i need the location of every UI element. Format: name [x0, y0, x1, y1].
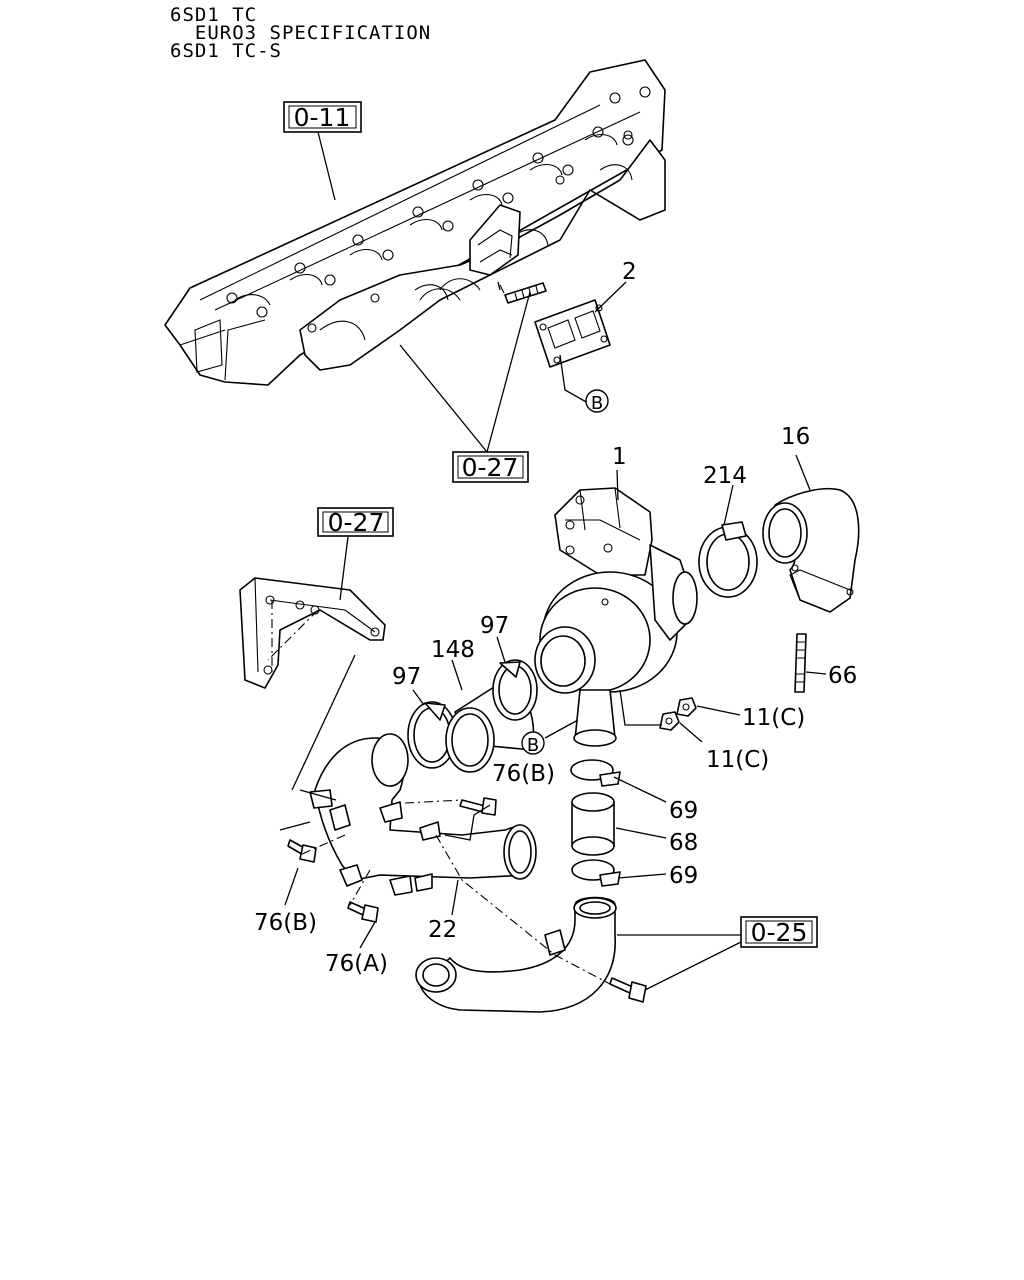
ref-label-cylinder-head: 0-11	[294, 103, 351, 132]
callout-76b-upper: 76(B)	[492, 761, 555, 787]
ref-box-intake-pipe[interactable]: 0-25	[740, 916, 818, 948]
callout-76b-left: 76(B)	[254, 910, 317, 936]
header-model-line: 6SD1 TC	[170, 4, 258, 26]
clamp-97-right	[492, 659, 538, 721]
callout-b-outlet: B	[521, 731, 545, 756]
callout-69-upper: 69	[669, 798, 698, 824]
callout-11c-lower: 11(C)	[706, 747, 769, 773]
callout-b-gasket: B	[585, 389, 609, 414]
callout-214: 214	[703, 463, 747, 489]
nut-11c-upper	[676, 697, 697, 717]
exhaust-manifold	[299, 130, 666, 371]
turbocharger	[534, 487, 698, 747]
callout-22: 22	[428, 917, 457, 943]
stud-66	[794, 633, 827, 693]
manifold-stud	[504, 282, 547, 304]
callout-69-lower: 69	[669, 863, 698, 889]
svg-text:B: B	[591, 393, 603, 414]
header-variant-line: 6SD1 TC-S	[170, 40, 282, 62]
bolt-76a	[347, 901, 379, 923]
bolt-intake	[609, 977, 647, 1003]
callout-11c-upper: 11(C)	[742, 705, 805, 731]
callout-97-top: 97	[480, 613, 509, 639]
callout-68: 68	[669, 830, 698, 856]
ref-label-exhaust-manifold: 0-27	[462, 453, 519, 482]
callout-1: 1	[612, 444, 627, 470]
svg-text:B: B	[527, 735, 539, 756]
cylinder-head	[164, 59, 666, 386]
header-spec-line: EURO3 SPECIFICATION	[170, 22, 432, 44]
intake-pipe	[415, 896, 617, 1013]
callout-76a: 76(A)	[325, 951, 388, 977]
clamp-69-upper	[570, 759, 621, 787]
clamp-214	[698, 521, 758, 598]
outlet-elbow-16	[762, 487, 860, 613]
ref-label-bracket: 0-27	[328, 508, 385, 537]
gasket	[534, 299, 611, 368]
callout-16: 16	[781, 424, 810, 450]
leader-lines-lower	[279, 454, 811, 991]
ref-label-intake-pipe: 0-25	[751, 918, 808, 947]
callout-2: 2	[622, 259, 637, 285]
clamp-97-left	[407, 701, 457, 769]
callout-66: 66	[828, 663, 857, 689]
bolt-76b-left	[287, 839, 317, 863]
ref-box-cylinder-head[interactable]: 0-11	[283, 101, 362, 133]
bolt-76b-upper	[459, 797, 497, 816]
clamp-69-lower	[571, 859, 621, 887]
ref-box-bracket[interactable]: 0-27	[317, 507, 394, 537]
callout-148: 148	[431, 637, 475, 663]
callout-97-left: 97	[392, 664, 421, 690]
hose-68	[571, 792, 615, 856]
nut-11c-lower	[659, 711, 680, 731]
oil-pipe-22	[309, 733, 537, 896]
bracket	[239, 536, 386, 689]
ref-box-exhaust-manifold[interactable]: 0-27	[452, 451, 529, 483]
hose-148	[445, 679, 535, 773]
